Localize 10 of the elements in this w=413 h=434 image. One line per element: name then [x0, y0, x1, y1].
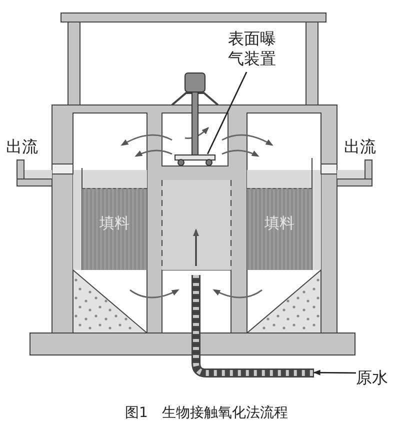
aerator-label: 表面曝气装置 [228, 30, 286, 72]
filler-media-block: 填料 [82, 188, 147, 270]
arrow [313, 370, 356, 376]
outflow-label: 出流 [344, 140, 376, 156]
outflow-label: 出流 [6, 140, 38, 156]
aerator-impeller-icon [174, 154, 216, 166]
leader-line [206, 72, 248, 154]
raw-water-label: 原水 [356, 369, 392, 387]
filler-media-block: 填料 [247, 188, 312, 270]
figure-caption: 图1 生物接触氧化法流程 [125, 404, 288, 423]
